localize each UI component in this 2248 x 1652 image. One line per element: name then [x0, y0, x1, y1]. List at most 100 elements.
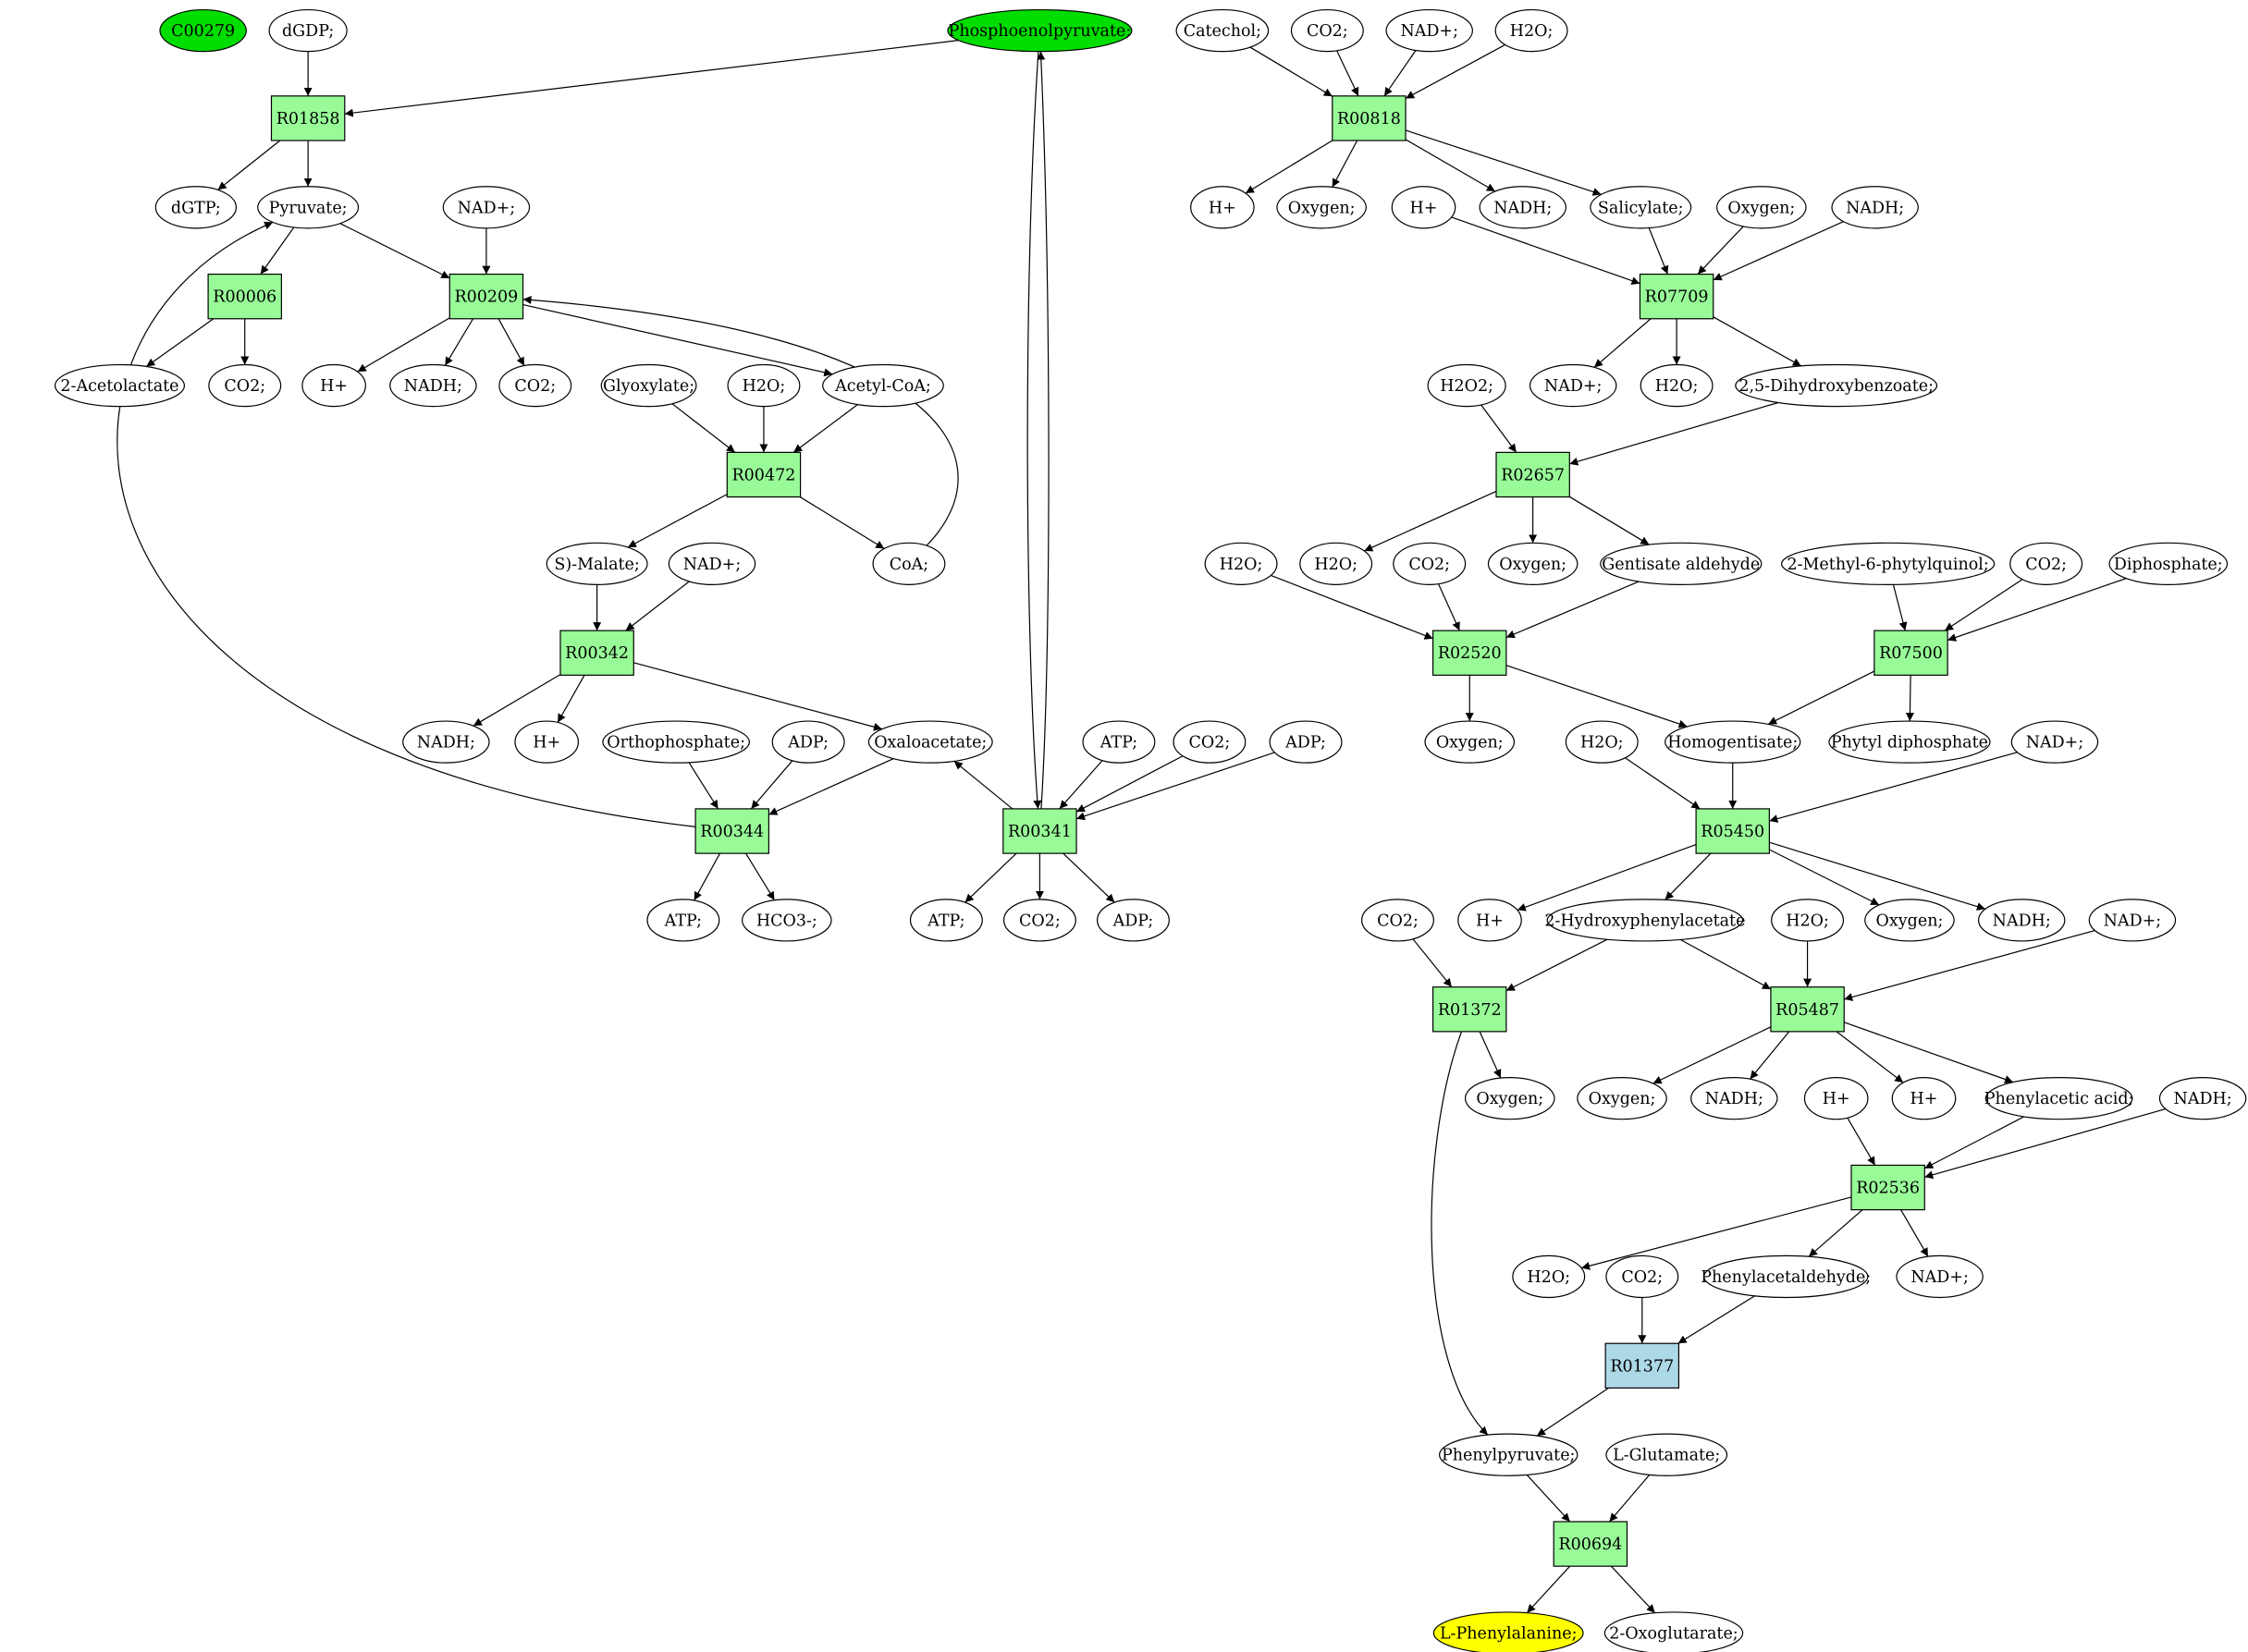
compound-node-co2_5[interactable]: CO2;: [1290, 8, 1364, 53]
compound-node-h2o_2[interactable]: H2O;: [1494, 8, 1568, 53]
compound-node-hp_5[interactable]: H+: [1457, 899, 1522, 942]
compound-node-dgdp[interactable]: dGDP;: [268, 8, 348, 53]
compound-node-hp_6[interactable]: H+: [1803, 1077, 1869, 1120]
compound-node-co2_9[interactable]: CO2;: [1605, 1254, 1679, 1299]
compound-node-pyruvate[interactable]: Pyruvate;: [257, 186, 360, 229]
reaction-node-r02520[interactable]: R02520: [1432, 630, 1507, 676]
reaction-node-r00818[interactable]: R00818: [1332, 95, 1407, 141]
compound-node-h2o2[interactable]: H2O2;: [1427, 363, 1506, 408]
compound-node-hp_3[interactable]: H+: [1190, 186, 1255, 229]
edge-nadh_4-to-r07709: [1713, 221, 1844, 281]
compound-node-co2_4[interactable]: CO2;: [1002, 899, 1076, 942]
compound-node-phenald[interactable]: Phenylacetaldehyde;: [1701, 1254, 1871, 1299]
compound-node-adp_2[interactable]: ADP;: [1269, 720, 1343, 764]
compound-node-nadp_6[interactable]: NAD+;: [2088, 899, 2177, 942]
compound-node-hco3[interactable]: HCO3-;: [742, 899, 832, 942]
compound-node-phenylpyruvate[interactable]: Phenylpyruvate;: [1438, 1433, 1579, 1476]
compound-node-nadh_2[interactable]: NADH;: [402, 720, 490, 764]
compound-node-oxygen_2[interactable]: Oxygen;: [1716, 186, 1807, 229]
reaction-node-r02536[interactable]: R02536: [1850, 1164, 1925, 1211]
compound-node-h2o_7[interactable]: H2O;: [1771, 899, 1845, 942]
compound-node-pep[interactable]: Phosphoenolpyruvate;: [947, 8, 1133, 53]
compound-node-nadh_6[interactable]: NADH;: [1690, 1077, 1778, 1120]
compound-node-oxygen_4[interactable]: Oxygen;: [1424, 720, 1516, 764]
reaction-node-r01377[interactable]: R01377: [1604, 1342, 1680, 1389]
compound-node-acetolactate[interactable]: 2-Acetolactate: [54, 363, 186, 408]
compound-node-glyoxylate[interactable]: Glyoxylate;: [600, 363, 697, 408]
compound-node-homogentisate[interactable]: Homogentisate;: [1665, 720, 1801, 764]
compound-node-c00279[interactable]: C00279: [159, 8, 247, 53]
compound-node-nadh_3[interactable]: NADH;: [1479, 186, 1567, 229]
reaction-node-r05450[interactable]: R05450: [1695, 808, 1770, 854]
compound-node-lphe[interactable]: L-Phenylalanine;: [1432, 1611, 1584, 1652]
compound-node-salicylate[interactable]: Salicylate;: [1590, 186, 1692, 229]
compound-node-dhb[interactable]: 2,5-Dihydroxybenzoate;: [1735, 363, 1938, 408]
compound-node-oxygen_3[interactable]: Oxygen;: [1487, 542, 1579, 585]
compound-node-nadh_5[interactable]: NADH;: [1977, 899, 2066, 942]
compound-node-diphosphate[interactable]: Diphosphate;: [2108, 542, 2229, 585]
compound-node-nadp_2[interactable]: NAD+;: [668, 542, 756, 585]
compound-node-nadp_1[interactable]: NAD+;: [442, 186, 531, 229]
compound-node-h2o_5[interactable]: H2O;: [1299, 542, 1373, 585]
reaction-node-r07500[interactable]: R07500: [1873, 630, 1948, 676]
compound-node-h2o_4[interactable]: H2O;: [1204, 542, 1278, 585]
reaction-node-r07709[interactable]: R07709: [1639, 273, 1714, 320]
compound-node-atp_1[interactable]: ATP;: [1082, 720, 1156, 764]
compound-node-nadp_4[interactable]: NAD+;: [1529, 363, 1617, 408]
compound-node-h2o_8[interactable]: H2O;: [1512, 1254, 1586, 1299]
reaction-node-r00209[interactable]: R00209: [448, 273, 524, 320]
compound-node-oxaloacetate[interactable]: Oxaloacetate;: [867, 720, 993, 764]
reaction-node-r00342[interactable]: R00342: [559, 630, 634, 676]
compound-node-accoa[interactable]: Acetyl-CoA;: [822, 363, 944, 408]
compound-ellipse: [1487, 542, 1579, 585]
compound-node-hp_1[interactable]: H+: [301, 363, 366, 408]
compound-node-smalate[interactable]: S)-Malate;: [546, 542, 648, 585]
compound-node-h2o_6[interactable]: H2O;: [1565, 720, 1639, 764]
reaction-node-r01858[interactable]: R01858: [270, 95, 346, 141]
compound-node-oxoglutarate[interactable]: 2-Oxoglutarate;: [1603, 1611, 1744, 1652]
compound-node-co2_1[interactable]: CO2;: [208, 363, 282, 408]
compound-node-oxygen_5[interactable]: Oxygen;: [1864, 899, 1955, 942]
compound-node-hp_2[interactable]: H+: [514, 720, 579, 764]
reaction-node-r05487[interactable]: R05487: [1770, 986, 1845, 1033]
reaction-node-r00341[interactable]: R00341: [1002, 808, 1077, 854]
compound-node-orthophosphate[interactable]: Orthophosphate;: [602, 720, 750, 764]
reaction-node-r00006[interactable]: R00006: [207, 273, 282, 320]
compound-node-catechol[interactable]: Catechol;: [1175, 8, 1270, 53]
reaction-node-r02657[interactable]: R02657: [1495, 451, 1570, 498]
reaction-node-r00694[interactable]: R00694: [1553, 1521, 1628, 1567]
compound-node-co2_7[interactable]: CO2;: [2009, 542, 2083, 585]
reaction-node-r01372[interactable]: R01372: [1432, 986, 1507, 1033]
compound-node-oxygen_7[interactable]: Oxygen;: [1577, 1077, 1667, 1120]
compound-node-nadh_4[interactable]: NADH;: [1831, 186, 1919, 229]
compound-node-co2_3[interactable]: CO2;: [1173, 720, 1247, 764]
reaction-node-r00344[interactable]: R00344: [694, 808, 769, 854]
compound-node-phytylpp[interactable]: Phytyl diphosphate: [1828, 720, 1991, 764]
compound-node-adp_1[interactable]: ADP;: [771, 720, 845, 764]
compound-node-adp_3[interactable]: ADP;: [1097, 899, 1170, 942]
compound-node-h2o_3[interactable]: H2O;: [1640, 363, 1714, 408]
compound-node-coa[interactable]: CoA;: [872, 542, 946, 585]
compound-node-co2_2[interactable]: CO2;: [498, 363, 572, 408]
compound-node-hp_4[interactable]: H+: [1391, 186, 1456, 229]
compound-node-mpq[interactable]: 2-Methyl-6-phytylquinol;: [1780, 542, 1996, 585]
compound-node-h2o_1[interactable]: H2O;: [727, 363, 801, 408]
compound-node-dgtp[interactable]: dGTP;: [154, 186, 237, 229]
compound-node-hp_7[interactable]: H+: [1891, 1077, 1957, 1120]
compound-node-co2_6[interactable]: CO2;: [1393, 542, 1467, 585]
compound-node-nadp_5[interactable]: NAD+;: [2010, 720, 2099, 764]
compound-node-phenacid[interactable]: Phenylacetic acid;: [1984, 1077, 2134, 1120]
compound-node-atp_3[interactable]: ATP;: [909, 899, 983, 942]
compound-node-lglutamate[interactable]: L-Glutamate;: [1605, 1433, 1728, 1476]
reaction-node-r00472[interactable]: R00472: [726, 451, 802, 498]
compound-node-co2_8[interactable]: CO2;: [1361, 899, 1434, 942]
compound-node-nadp_7[interactable]: NAD+;: [1896, 1254, 1984, 1299]
compound-node-gentald[interactable]: Gentisate aldehyde: [1600, 542, 1763, 585]
compound-node-nadp_3[interactable]: NAD+;: [1385, 8, 1473, 53]
compound-node-nadh_1[interactable]: NADH;: [389, 363, 477, 408]
compound-node-oxygen_1[interactable]: Oxygen;: [1276, 186, 1367, 229]
compound-node-oxygen_6[interactable]: Oxygen;: [1464, 1077, 1555, 1120]
compound-node-nadh_7[interactable]: NADH;: [2158, 1077, 2247, 1120]
compound-node-atp_2[interactable]: ATP;: [646, 899, 720, 942]
compound-node-hpa[interactable]: 2-Hydroxyphenylacetate: [1544, 899, 1745, 942]
